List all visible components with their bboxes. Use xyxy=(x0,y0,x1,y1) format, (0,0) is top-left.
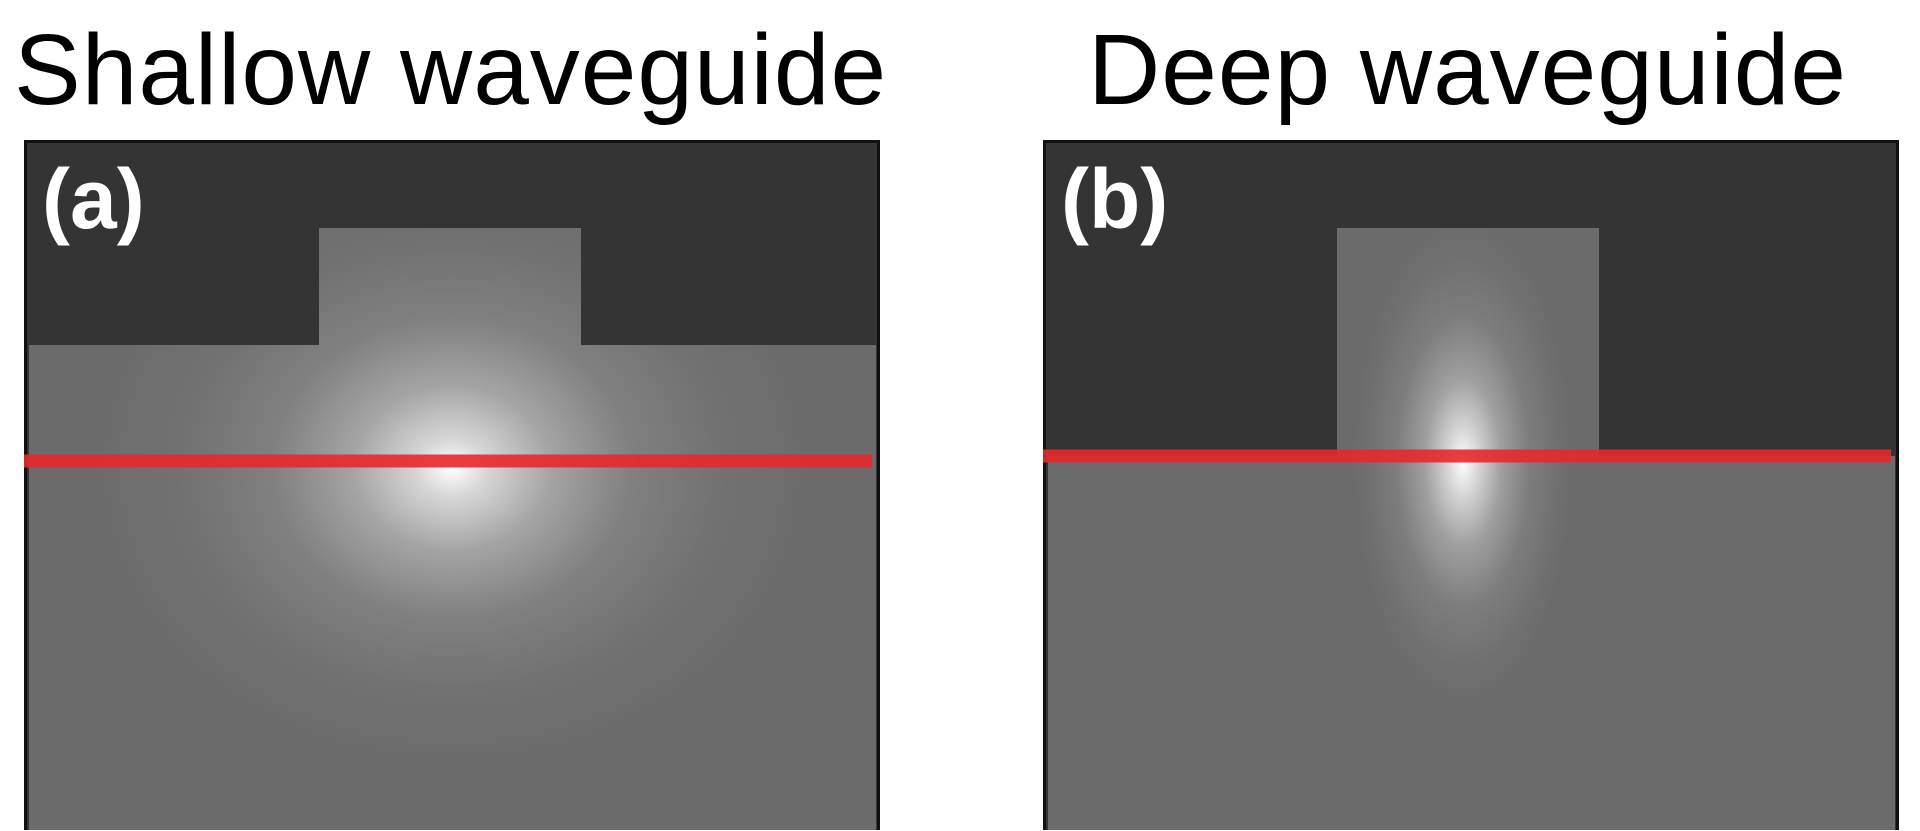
panel-a-title: Shallow waveguide xyxy=(14,14,888,126)
deep-waveguide-cross-section: (b) xyxy=(1043,140,1899,830)
panel-label: (a) xyxy=(42,152,145,246)
shallow-waveguide-cross-section: (a) xyxy=(24,140,880,830)
panel-label: (b) xyxy=(1061,152,1168,246)
panel-b-title: Deep waveguide xyxy=(1088,14,1847,126)
